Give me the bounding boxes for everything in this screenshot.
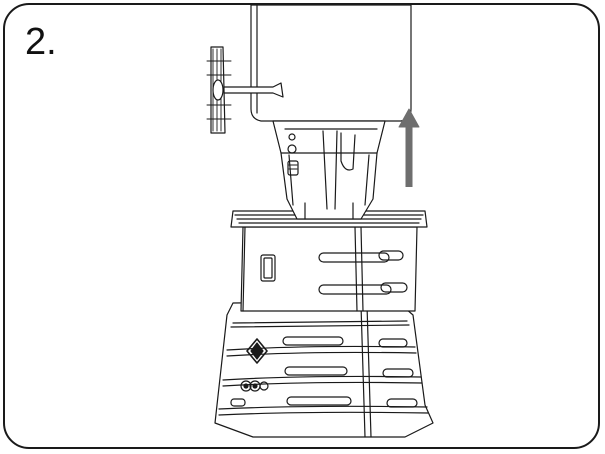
unit-lower-body [272, 120, 386, 220]
handle-wheel-icon [206, 46, 284, 134]
step-number: 2. [25, 21, 57, 63]
diamond-emblem-icon [246, 338, 268, 364]
connector-ports [240, 380, 269, 392]
unit-upper-body [250, 5, 412, 122]
base-upper [240, 226, 418, 312]
lift-up-arrow-icon [398, 108, 420, 187]
instruction-panel: 2. [3, 3, 600, 449]
assembly-illustration [206, 5, 434, 438]
base-lower [214, 300, 434, 438]
